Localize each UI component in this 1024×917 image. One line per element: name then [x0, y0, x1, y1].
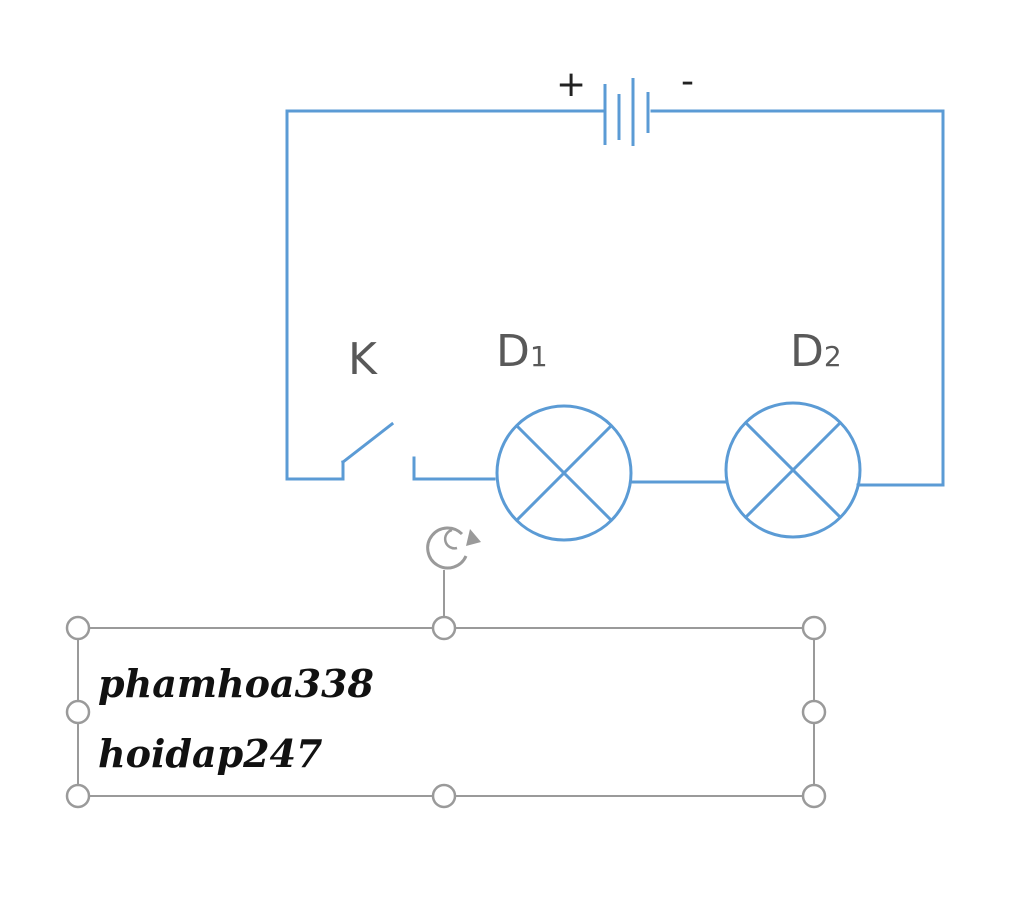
resize-handle-top-middle[interactable] [431, 615, 457, 641]
text-box-line-2[interactable]: hoidap247 [98, 731, 323, 776]
rotate-handle-icon[interactable] [426, 526, 481, 570]
lamp-d2-symbol [724, 401, 862, 539]
lamp-d1-label-sub: 1 [530, 340, 548, 373]
lamp-d2-label-sub: 2 [824, 340, 842, 373]
resize-handle-bottom-left[interactable] [65, 783, 91, 809]
switch-symbol [340, 421, 496, 481]
switch-label: K [348, 334, 378, 385]
lamp-d2-label: D2 [790, 326, 842, 377]
text-box-line-1[interactable]: phamhoa338 [98, 661, 374, 706]
lamp-d1-label-main: D [496, 326, 530, 377]
circuit-diagram [285, 78, 945, 542]
battery-minus-sign: - [681, 61, 694, 102]
resize-handle-bottom-middle[interactable] [431, 783, 457, 809]
resize-handle-top-left[interactable] [65, 615, 91, 641]
resize-handle-middle-left[interactable] [65, 699, 91, 725]
lamp-d1-label: D1 [496, 326, 548, 377]
resize-handle-middle-right[interactable] [801, 699, 827, 725]
resize-handle-bottom-right[interactable] [801, 783, 827, 809]
battery-plus-sign: + [556, 64, 586, 105]
text-box[interactable]: phamhoa338 hoidap247 [65, 526, 827, 809]
wire-top-right [650, 109, 945, 487]
resize-handles[interactable] [65, 615, 827, 809]
battery-symbol [603, 78, 650, 146]
lamp-d1-symbol [495, 404, 633, 542]
resize-handle-top-right[interactable] [801, 615, 827, 641]
wire-top-left [285, 109, 607, 481]
lamp-d2-label-main: D [790, 326, 824, 377]
